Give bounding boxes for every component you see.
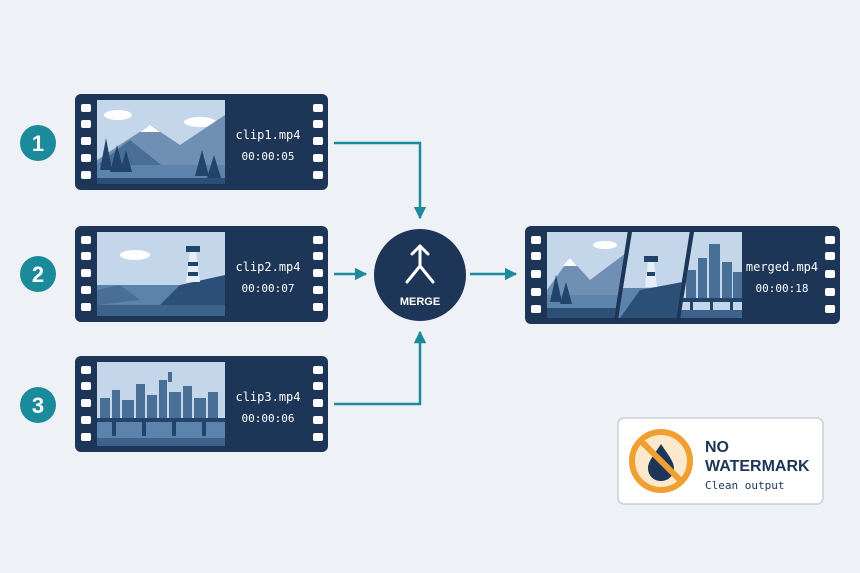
arrow-clip3-to-merge: [334, 330, 427, 406]
sprocket-holes: [81, 236, 323, 311]
clip-card-2[interactable]: clip2.mp4 00:00:07: [75, 226, 328, 322]
sprocket-holes: [81, 104, 323, 179]
no-watermark-icon: [629, 429, 693, 493]
clip-duration: 00:00:06: [242, 412, 295, 425]
frame-dividers: [614, 229, 694, 321]
clip-filename: clip3.mp4: [235, 390, 300, 404]
thumbnail-mountain-lake: [97, 100, 225, 184]
step-badge-2: 2: [20, 256, 56, 292]
output-filename: merged.mp4: [746, 260, 818, 274]
output-duration: 00:00:18: [756, 282, 809, 295]
thumbnail-city-bridge: [97, 362, 225, 446]
no-watermark-badge: NO WATERMARK Clean output: [617, 417, 824, 505]
step-badge-1: 1: [20, 125, 56, 161]
clip-duration: 00:00:05: [242, 150, 295, 163]
clip-card-3[interactable]: clip3.mp4 00:00:06: [75, 356, 328, 452]
step-badge-3: 3: [20, 387, 56, 423]
output-frame-lighthouse: [618, 232, 690, 318]
clip-filename: clip1.mp4: [235, 128, 300, 142]
merge-label: MERGE: [400, 296, 440, 308]
arrow-clip1-to-merge: [334, 141, 427, 220]
sprocket-holes: [531, 236, 835, 313]
clip-duration: 00:00:07: [242, 282, 295, 295]
sprocket-holes: [81, 366, 323, 441]
thumbnail-lighthouse-coast: [97, 232, 225, 316]
badge-title-line1: NO: [705, 439, 729, 456]
output-card[interactable]: merged.mp4 00:00:18: [525, 226, 840, 324]
output-frame-mountain: [547, 232, 628, 318]
step-number: 1: [32, 131, 44, 156]
merge-arrows-icon: [405, 244, 435, 284]
clip-card-1[interactable]: clip1.mp4 00:00:05: [75, 94, 328, 190]
badge-title-line2: WATERMARK: [705, 458, 810, 475]
badge-subtitle: Clean output: [705, 479, 784, 492]
merge-node[interactable]: MERGE: [374, 229, 466, 321]
clip-filename: clip2.mp4: [235, 260, 300, 274]
step-number: 3: [32, 393, 44, 418]
step-number: 2: [32, 262, 44, 287]
